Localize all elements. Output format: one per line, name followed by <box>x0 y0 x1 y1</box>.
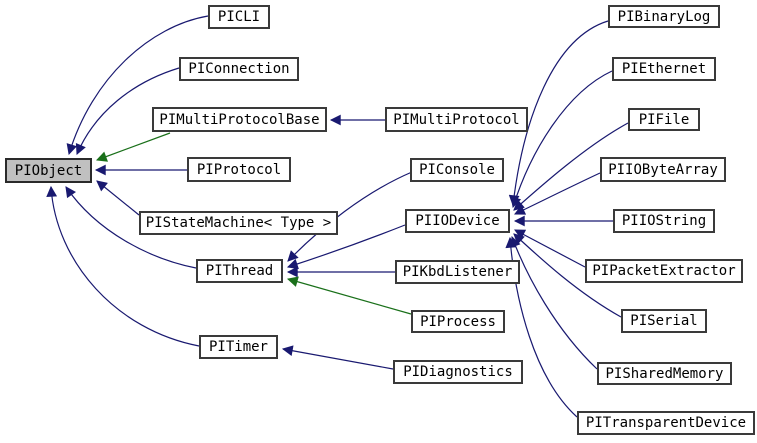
node-pitimer[interactable]: PITimer <box>199 335 278 359</box>
edge-piconsole-to-pithread <box>287 171 413 262</box>
node-piprocess[interactable]: PIProcess <box>411 310 505 333</box>
node-piobject: PIObject <box>5 158 92 183</box>
node-piiodevice[interactable]: PIIODevice <box>405 209 510 233</box>
node-piserial[interactable]: PISerial <box>621 309 707 333</box>
edge-pithread-to-piobject <box>65 186 197 269</box>
edge-pitimer-to-piobject <box>46 185 200 347</box>
node-piconnection[interactable]: PIConnection <box>179 57 299 81</box>
edge-pistatemachine-to-piobject <box>96 180 140 216</box>
node-pimultiprotocol[interactable]: PIMultiProtocol <box>385 107 528 132</box>
edge-pitransparentdevice-to-piiodevice <box>505 236 578 418</box>
edge-piconnection-to-piobject <box>75 67 180 155</box>
edge-piiobytearray-to-piiodevice <box>514 172 601 215</box>
node-pisharedmemory[interactable]: PISharedMemory <box>597 362 732 385</box>
edge-piserial-to-piiodevice <box>513 233 622 318</box>
node-pifile[interactable]: PIFile <box>628 108 700 131</box>
node-pikbdlistener[interactable]: PIKbdListener <box>395 260 520 284</box>
edge-piprocess-to-pithread <box>286 276 412 315</box>
edge-pidiagnostics-to-pitimer <box>281 345 394 370</box>
node-picli[interactable]: PICLI <box>208 5 270 29</box>
node-pithread[interactable]: PIThread <box>196 259 283 283</box>
node-pitransparentdevice[interactable]: PITransparentDevice <box>577 411 755 435</box>
node-piconsole[interactable]: PIConsole <box>410 158 504 182</box>
node-piethernet[interactable]: PIEthernet <box>612 57 716 81</box>
edge-picli-to-piobject <box>66 15 209 156</box>
node-piiobytearray[interactable]: PIIOByteArray <box>600 157 726 182</box>
edge-pimultiprotocolbase-to-piobject <box>95 132 171 162</box>
edge-piiodevice-to-pithread <box>286 224 406 270</box>
edge-pibinarylog-to-piiodevice <box>508 20 609 207</box>
node-pimultiprotocolbase[interactable]: PIMultiProtocolBase <box>152 107 327 132</box>
node-pipacketextractor[interactable]: PIPacketExtractor <box>585 259 743 283</box>
edge-pisharedmemory-to-piiodevice <box>510 235 598 370</box>
node-pidiagnostics[interactable]: PIDiagnostics <box>393 360 523 384</box>
node-piiostring[interactable]: PIIOString <box>613 209 715 233</box>
node-pibinarylog[interactable]: PIBinaryLog <box>608 5 720 28</box>
edge-pifile-to-piiodevice <box>513 122 629 211</box>
edge-pipacketextractor-to-piiodevice <box>514 229 586 268</box>
node-piprotocol[interactable]: PIProtocol <box>187 157 291 182</box>
edge-piethernet-to-piiodevice <box>510 70 613 209</box>
node-pistatemachine[interactable]: PIStateMachine< Type > <box>139 211 338 235</box>
